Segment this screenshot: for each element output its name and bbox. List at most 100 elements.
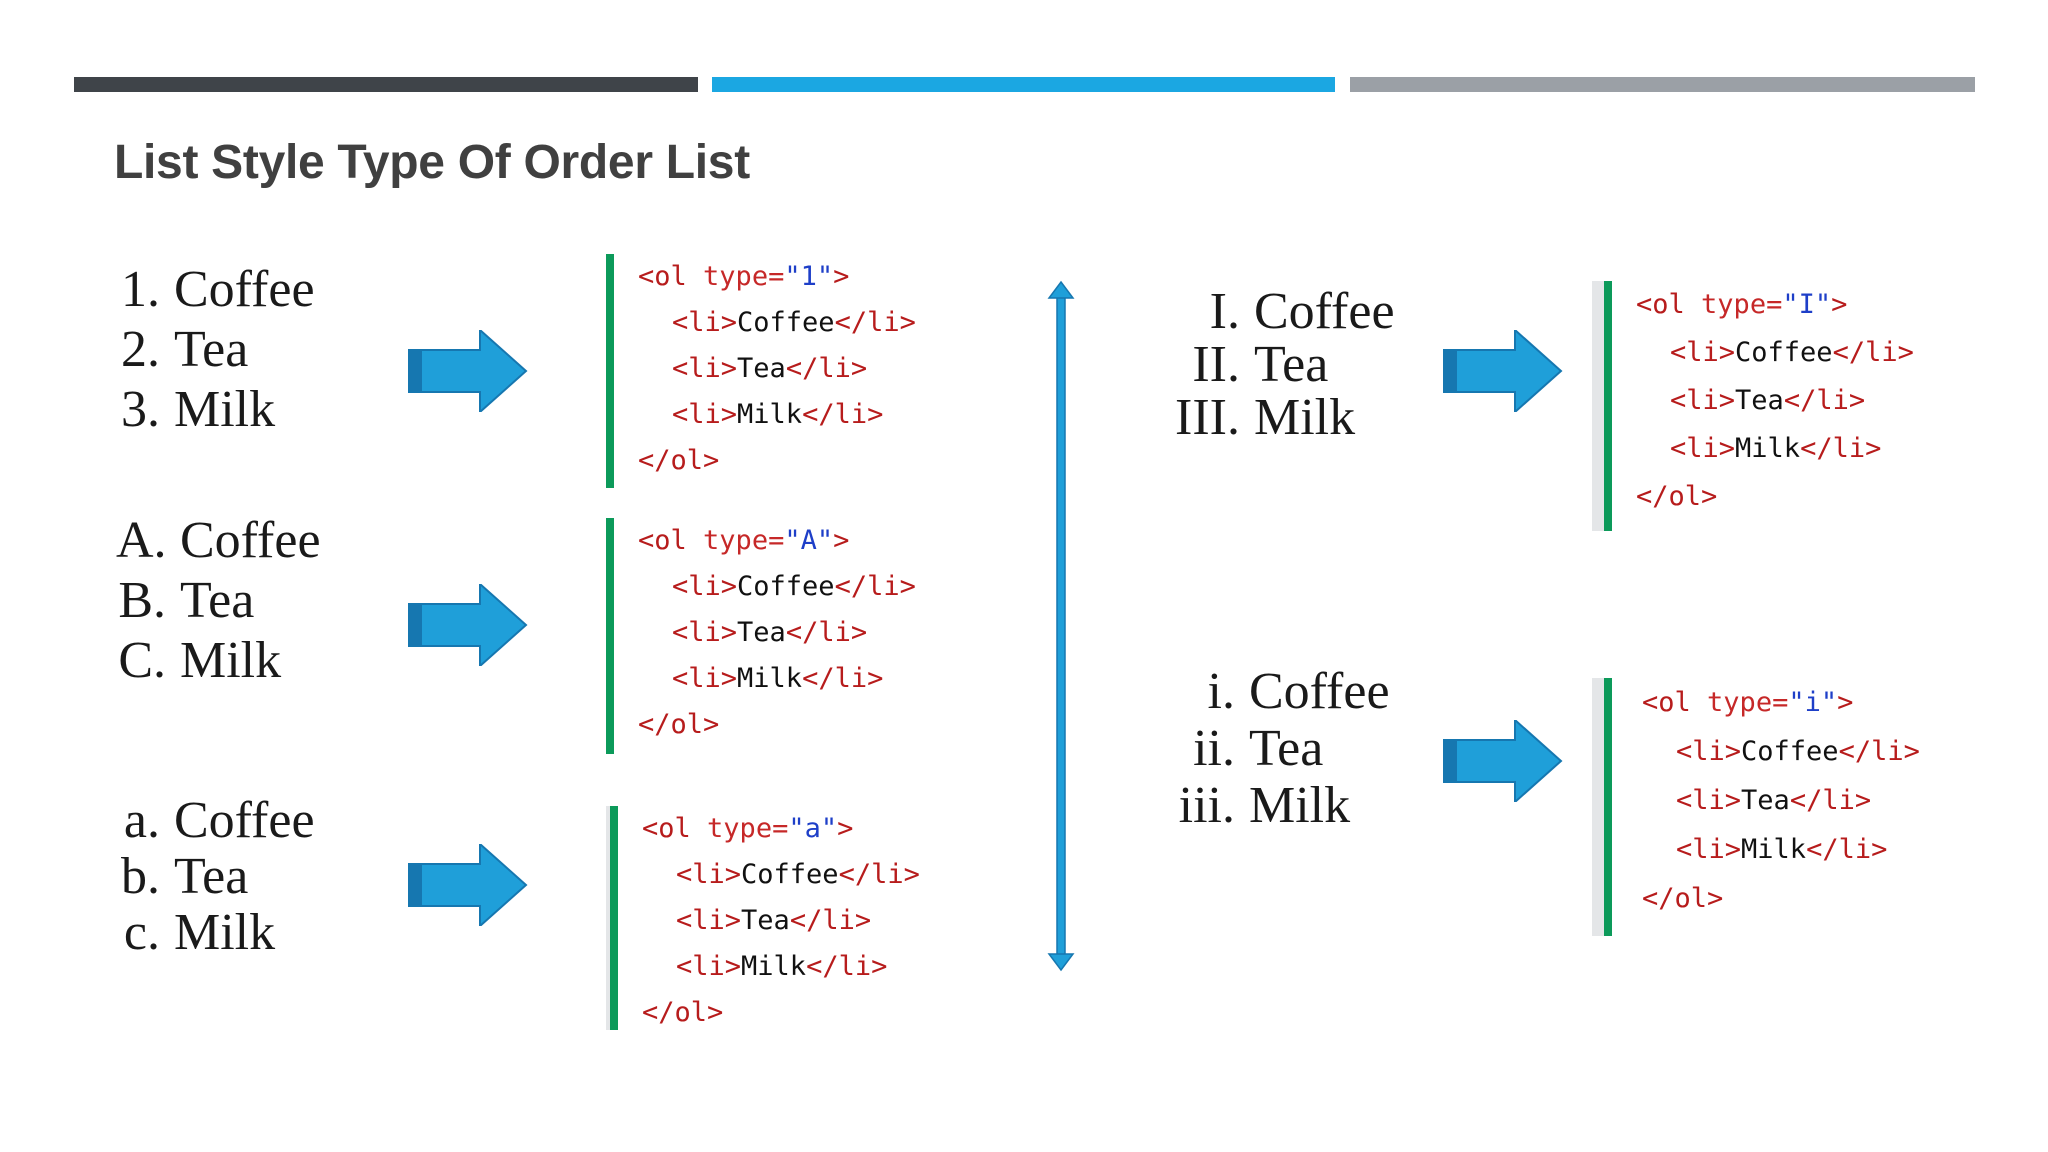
list-item: iii.Milk bbox=[1160, 777, 1390, 834]
header-bar-grey bbox=[1350, 77, 1975, 92]
list-item: b.Tea bbox=[120, 849, 315, 905]
list-item-text: Milk bbox=[174, 381, 276, 438]
code-backdrop bbox=[1592, 678, 1604, 936]
rendered-list-decimal: 1.Coffee 2.Tea 3.Milk bbox=[116, 260, 315, 440]
code-tag: <li> bbox=[676, 905, 742, 936]
code-text: Milk bbox=[741, 951, 807, 982]
list-marker: b. bbox=[121, 848, 160, 905]
right-arrow-icon bbox=[408, 584, 528, 666]
code-text: Coffee bbox=[741, 859, 839, 890]
code-line: <ol type="A"> bbox=[638, 518, 916, 564]
code-block-type-a: <ol type="a"> <li>Coffee</li> <li>Tea</l… bbox=[610, 806, 920, 1030]
code-text: Tea bbox=[737, 617, 786, 648]
code-line: <li>Milk</li> bbox=[1636, 825, 1920, 874]
code-tag: </li> bbox=[1832, 337, 1914, 368]
code-tag: <li> bbox=[676, 859, 742, 890]
code-tag: <ol bbox=[1636, 289, 1685, 320]
code-tag: <ol bbox=[638, 525, 687, 556]
list-marker: 2. bbox=[121, 321, 160, 378]
list-item-text: Coffee bbox=[1249, 663, 1390, 720]
code-tag: </li> bbox=[1789, 785, 1872, 816]
code-attr: type= bbox=[1707, 687, 1789, 718]
code-line: <li>Coffee</li> bbox=[1636, 329, 1914, 377]
code-tag: </ol> bbox=[642, 997, 724, 1028]
code-block-type-A: <ol type="A"> <li>Coffee</li> <li>Tea</l… bbox=[606, 518, 916, 754]
code-line: <li>Tea</li> bbox=[642, 898, 920, 944]
list-item: III.Milk bbox=[1160, 391, 1395, 444]
list-item-text: Coffee bbox=[174, 261, 315, 318]
list-item: 3.Milk bbox=[116, 380, 315, 440]
code-attr: type= bbox=[703, 525, 785, 556]
list-marker: 1. bbox=[121, 261, 160, 318]
list-item: B.Tea bbox=[116, 571, 321, 631]
right-arrow-icon bbox=[408, 330, 528, 412]
code-text: Tea bbox=[737, 353, 786, 384]
slide-title: List Style Type Of Order List bbox=[114, 136, 750, 189]
list-marker: a. bbox=[123, 792, 160, 849]
code-value: "A" bbox=[784, 525, 834, 556]
code-tag: <li> bbox=[672, 571, 738, 602]
code-text: Tea bbox=[1735, 385, 1784, 416]
code-value: "1" bbox=[784, 261, 834, 292]
list-marker: I. bbox=[1209, 283, 1240, 340]
code-line: <li>Tea</li> bbox=[1636, 377, 1914, 425]
list-marker: c. bbox=[123, 904, 160, 961]
code-tag: <li> bbox=[672, 663, 738, 694]
code-tag: <li> bbox=[1670, 433, 1736, 464]
code-line: </ol> bbox=[1636, 473, 1914, 521]
code-tag: <ol bbox=[642, 813, 691, 844]
code-tag: <li> bbox=[672, 307, 738, 338]
list-marker: 3. bbox=[121, 381, 160, 438]
code-backdrop bbox=[1592, 281, 1604, 531]
code-tag: <li> bbox=[1670, 337, 1736, 368]
code-text: Milk bbox=[1735, 433, 1801, 464]
code-line: <li>Coffee</li> bbox=[638, 564, 916, 610]
code-tag: </li> bbox=[834, 571, 916, 602]
code-line: <li>Milk</li> bbox=[1636, 425, 1914, 473]
code-text: Coffee bbox=[737, 571, 835, 602]
code-tag: </li> bbox=[834, 307, 916, 338]
right-arrow-icon bbox=[1443, 330, 1563, 412]
code-text: Coffee bbox=[1741, 736, 1839, 767]
list-marker: iii. bbox=[1178, 777, 1235, 834]
code-line: </ol> bbox=[642, 990, 920, 1036]
list-item-text: Tea bbox=[180, 572, 255, 629]
code-tag: </ol> bbox=[638, 709, 720, 740]
list-item-text: Tea bbox=[174, 321, 249, 378]
list-item: a.Coffee bbox=[120, 793, 315, 849]
double-headed-arrow-icon bbox=[1047, 280, 1075, 972]
code-tag: </li> bbox=[838, 859, 920, 890]
code-tag: <li> bbox=[676, 951, 742, 982]
rendered-list-upper-roman: I.Coffee II.Tea III.Milk bbox=[1160, 285, 1395, 444]
code-line: <li>Tea</li> bbox=[1636, 776, 1920, 825]
list-item: C.Milk bbox=[116, 631, 321, 691]
code-tag: </li> bbox=[785, 353, 868, 384]
code-tag: <li> bbox=[672, 617, 738, 648]
list-item-text: Milk bbox=[1254, 389, 1356, 446]
code-line: <li>Coffee</li> bbox=[642, 852, 920, 898]
code-tag: </li> bbox=[802, 663, 884, 694]
list-item: II.Tea bbox=[1160, 338, 1395, 391]
list-item-text: Coffee bbox=[1254, 283, 1395, 340]
code-tag: <li> bbox=[672, 353, 738, 384]
list-item: c.Milk bbox=[120, 905, 315, 961]
code-line: </ol> bbox=[638, 702, 916, 748]
code-value: "i" bbox=[1788, 687, 1838, 718]
code-block-type-i: <ol type="i"> <li>Coffee</li> <li>Tea</l… bbox=[1604, 678, 1920, 936]
code-block-type-I: <ol type="I"> <li>Coffee</li> <li>Tea</l… bbox=[1604, 281, 1914, 531]
code-text: Coffee bbox=[1735, 337, 1833, 368]
code-tag: </li> bbox=[1806, 834, 1888, 865]
code-text: Milk bbox=[737, 399, 803, 430]
list-item-text: Milk bbox=[1249, 777, 1351, 834]
code-tag: </li> bbox=[806, 951, 888, 982]
list-item: ii.Tea bbox=[1160, 720, 1390, 777]
code-tag: <li> bbox=[1676, 834, 1742, 865]
code-value: "I" bbox=[1782, 289, 1832, 320]
code-line: <li>Milk</li> bbox=[642, 944, 920, 990]
list-item-text: Coffee bbox=[180, 512, 321, 569]
rendered-list-lower-roman: i.Coffee ii.Tea iii.Milk bbox=[1160, 663, 1390, 834]
list-item: 2.Tea bbox=[116, 320, 315, 380]
code-attr: type= bbox=[1701, 289, 1783, 320]
code-tag: <li> bbox=[672, 399, 738, 430]
right-arrow-icon bbox=[1443, 720, 1563, 802]
